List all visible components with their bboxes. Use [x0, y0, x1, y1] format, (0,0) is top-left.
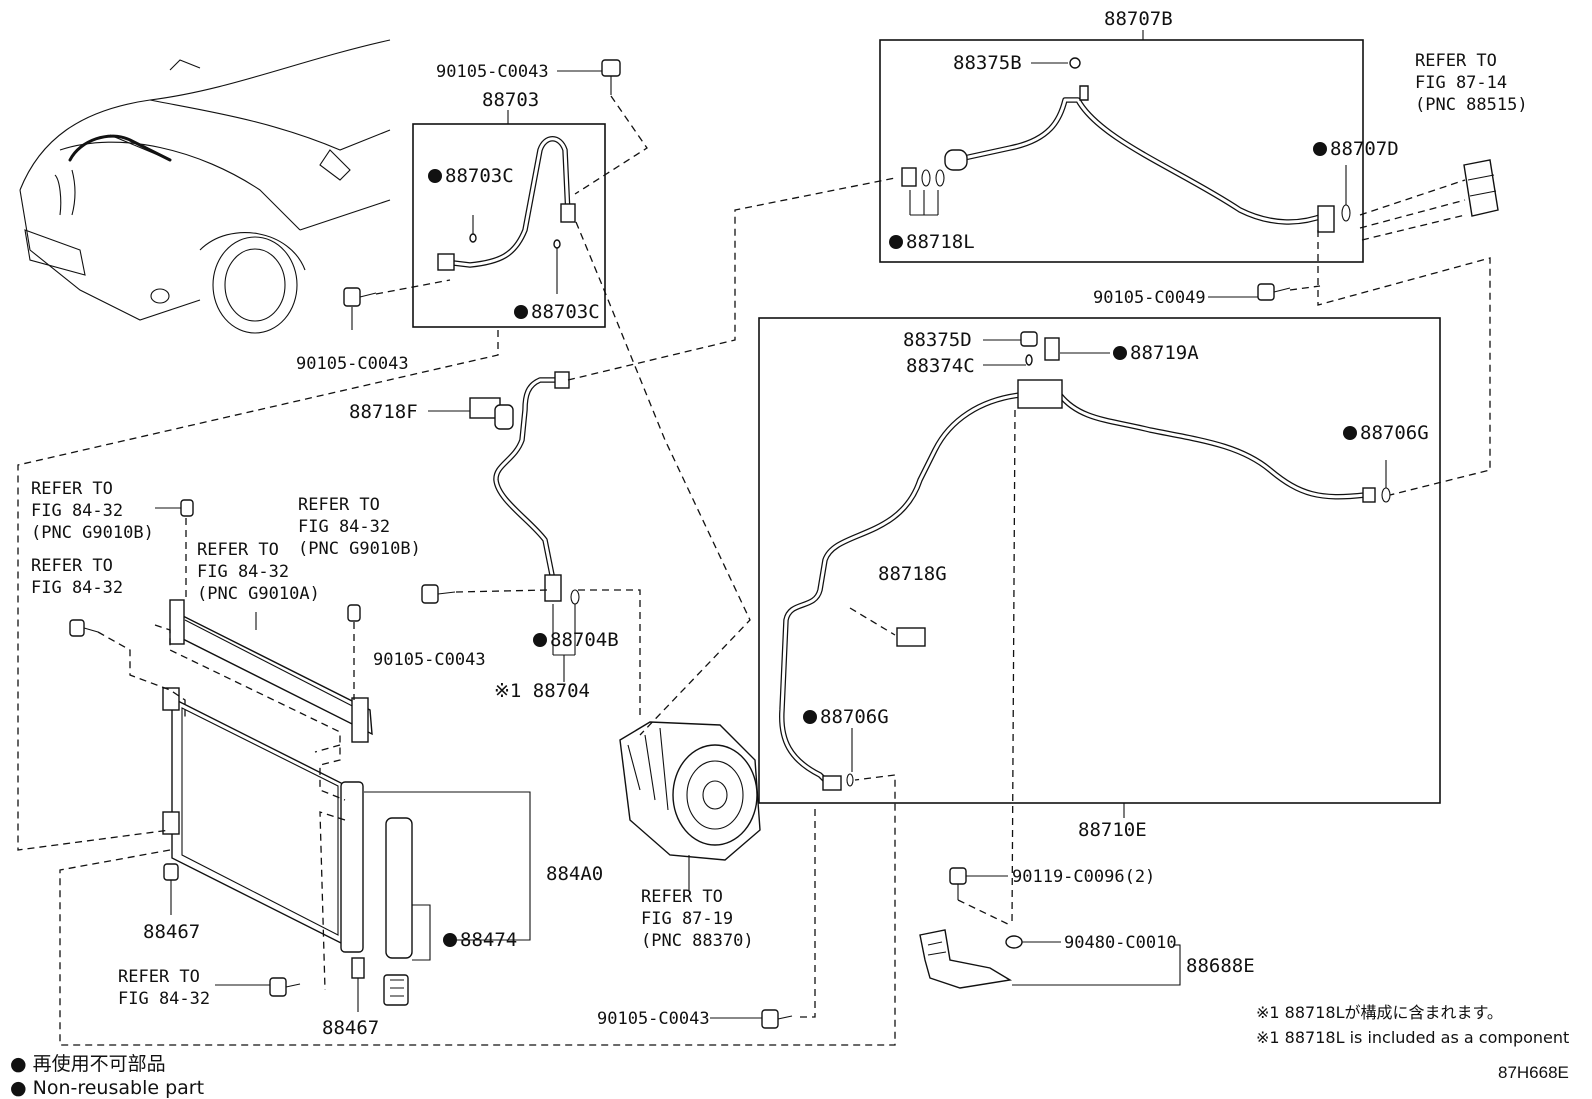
- label-88467-b: 88467: [322, 1017, 379, 1039]
- label-refer-g9010b-2-line3: (PNC G9010B): [298, 539, 421, 559]
- label-88703: 88703: [482, 89, 539, 111]
- label-refer-84-32-b-line2: FIG 84-32: [118, 989, 210, 1009]
- label-90105-C0043-mid: 90105-C0043: [373, 650, 486, 670]
- non-reusable-dot-88706G-right: [1343, 426, 1357, 440]
- legend-non-reusable-jp: ● 再使用不可部品: [10, 1053, 166, 1075]
- tube-88710E-group: [758, 317, 1441, 926]
- label-88474: 88474: [460, 929, 517, 951]
- label-refer-g9010b-1-line3: (PNC G9010B): [31, 523, 154, 543]
- non-reusable-dot-88703C-b: [514, 305, 528, 319]
- hose-88707B-group: [879, 39, 1364, 263]
- dashed-connection-lines: [17, 95, 1491, 1046]
- label-88703C-a: 88703C: [445, 165, 514, 187]
- label-88706G-left: 88706G: [820, 706, 889, 728]
- label-88704B: 88704B: [550, 629, 619, 651]
- non-reusable-dot-88719A: [1113, 346, 1127, 360]
- label-88688E: 88688E: [1186, 955, 1255, 977]
- label-refer-g9010b-1-line2: FIG 84-32: [31, 501, 123, 521]
- bolt-90105-C0049: [1257, 283, 1291, 301]
- label-88374C: 88374C: [906, 355, 975, 377]
- label-refer-g9010a-line1: REFER TO: [197, 540, 279, 560]
- bolt-90105-C0043-left: [343, 287, 377, 307]
- label-88375D: 88375D: [903, 329, 972, 351]
- label-88707D: 88707D: [1330, 138, 1399, 160]
- label-refer-87-19-line3: (PNC 88370): [641, 931, 754, 951]
- legend-non-reusable-en: ● Non-reusable part: [10, 1077, 204, 1099]
- bolts: [269, 59, 1291, 1029]
- expansion-valve: [1463, 159, 1499, 217]
- label-88703C-b: 88703C: [531, 301, 600, 323]
- label-refer-87-19-line2: FIG 87-19: [641, 909, 733, 929]
- label-88704: ※1 88704: [494, 680, 590, 702]
- vehicle-front-illustration: [19, 39, 391, 334]
- non-reusable-dot-88704B: [533, 633, 547, 647]
- label-refer-84-32-b-line1: REFER TO: [118, 967, 200, 987]
- label-refer-87-14-line2: FIG 87-14: [1415, 73, 1507, 93]
- non-reusable-dot-88703C-a: [428, 169, 442, 183]
- label-refer-g9010a-line3: (PNC G9010A): [197, 584, 320, 604]
- leader-lines: [155, 30, 1387, 1019]
- label-88719A: 88719A: [1130, 342, 1199, 364]
- label-refer-87-14-line1: REFER TO: [1415, 51, 1497, 71]
- label-88710E: 88710E: [1078, 819, 1147, 841]
- bolt-90105-C0043-bottom: [761, 1009, 793, 1029]
- bolt-90105-C0043-top: [601, 59, 621, 95]
- label-90105-C0049: 90105-C0049: [1093, 288, 1206, 308]
- label-88706G-right: 88706G: [1360, 422, 1429, 444]
- note-component-jp: ※1 88718Lが構成に含まれます。: [1256, 1003, 1503, 1022]
- sensor-88718F: [428, 397, 514, 430]
- non-reusable-dot-88718L: [889, 235, 903, 249]
- label-90480-C0010: 90480-C0010: [1064, 933, 1177, 953]
- compressor-illustration: [619, 721, 761, 890]
- hose-88704-group: [493, 371, 580, 682]
- label-88467-a: 88467: [143, 921, 200, 943]
- condenser-assembly: [69, 499, 413, 1006]
- bolt-90119-C0096: [949, 867, 967, 900]
- label-refer-84-32-line1: REFER TO: [31, 556, 113, 576]
- label-884A0: 884A0: [546, 863, 603, 885]
- non-reusable-dot-88474: [443, 933, 457, 947]
- label-88707B: 88707B: [1104, 8, 1173, 30]
- label-90105-C0043-left: 90105-C0043: [296, 354, 409, 374]
- diagram-code: 87H668E: [1498, 1063, 1569, 1082]
- label-90119-C0096: 90119-C0096(2): [1012, 867, 1155, 887]
- bolt-90105-C0043-mid: [421, 584, 456, 604]
- label-88718G: 88718G: [878, 563, 947, 585]
- label-88375B: 88375B: [953, 52, 1022, 74]
- label-90105-C0043-bottom: 90105-C0043: [597, 1009, 710, 1029]
- bolt-refer-84-32: [269, 977, 301, 997]
- label-refer-87-14-line3: (PNC 88515): [1415, 95, 1528, 115]
- label-90105-C0043-top: 90105-C0043: [436, 62, 549, 82]
- label-88718L: 88718L: [906, 231, 975, 253]
- label-refer-g9010a-line2: FIG 84-32: [197, 562, 289, 582]
- note-component-en: ※1 88718L is included as a component: [1256, 1028, 1569, 1047]
- label-refer-87-19-line1: REFER TO: [641, 887, 723, 907]
- bracket-88688E: [919, 929, 1023, 989]
- label-88718F: 88718F: [349, 401, 418, 423]
- label-refer-g9010b-2-line2: FIG 84-32: [298, 517, 390, 537]
- non-reusable-dot-88706G-left: [803, 710, 817, 724]
- hose-88703-group: [412, 123, 606, 328]
- label-refer-g9010b-1-line1: REFER TO: [31, 479, 113, 499]
- label-refer-g9010b-2-line1: REFER TO: [298, 495, 380, 515]
- non-reusable-dot-88707D: [1313, 142, 1327, 156]
- label-refer-84-32-line2: FIG 84-32: [31, 578, 123, 598]
